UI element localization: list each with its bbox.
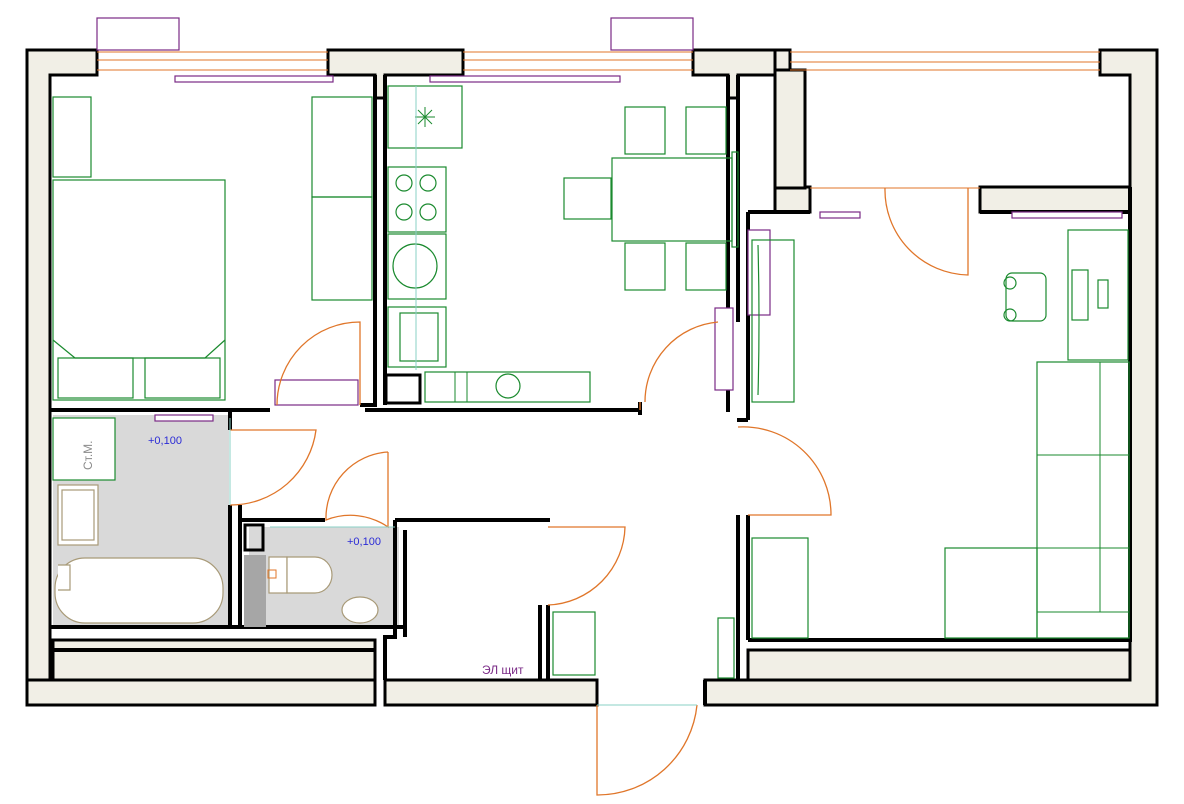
door-kitchen: [639, 321, 719, 410]
door-closet: [547, 526, 626, 606]
chair-2: [685, 106, 727, 155]
bedroom-furniture: [52, 96, 373, 401]
stove: [387, 166, 447, 233]
keyboard: [1071, 269, 1089, 321]
corridor-cabinet: [714, 307, 734, 391]
washing-machine-icon: [495, 373, 521, 399]
burner-3: [395, 203, 413, 221]
sofa-extension: [944, 547, 1038, 639]
bathroom-fixtures: Ст.М. +0,100: [52, 417, 224, 624]
toilet-riser: [244, 555, 266, 627]
toilet-bowl: [286, 556, 333, 594]
radiator-balcony: [819, 211, 861, 219]
toilet-tank: [268, 556, 288, 594]
kitchen-counter-bottom: [424, 371, 591, 403]
fridge-inner: [399, 312, 439, 362]
window-kitchen-sill: [610, 17, 694, 51]
door-toilet: [325, 451, 389, 529]
tv-stand: [751, 239, 795, 403]
bedroom-wardrobe-unit: [274, 379, 359, 406]
window-bedroom-sill: [96, 17, 180, 51]
chair-5: [563, 177, 612, 220]
nightstand-left: [52, 96, 92, 178]
desk: [1067, 229, 1129, 361]
bathroom-bottom-wall: [51, 638, 377, 682]
windows: [96, 17, 1123, 422]
radiator-bathroom: [154, 414, 214, 422]
outer-walls: [25, 48, 1159, 707]
doors: [229, 187, 969, 796]
door-bedroom: [276, 321, 361, 406]
interior-walls: [50, 75, 1132, 705]
livingroom-bottom-wall: [746, 648, 1132, 682]
bath-faucet: [58, 564, 71, 591]
balcony-wall: [773, 68, 807, 190]
double-bed: [52, 179, 226, 401]
toilet-fixtures: +0,100: [243, 523, 381, 627]
door-entrance: [596, 704, 698, 796]
burner-1: [395, 174, 413, 192]
chair-1: [624, 106, 666, 155]
wardrobe-top: [311, 96, 373, 198]
radiator-bedroom: [174, 75, 334, 83]
washing-machine: [52, 417, 116, 481]
sideboard: [751, 537, 809, 639]
dining-table: [611, 157, 733, 242]
burner-2: [419, 174, 437, 192]
fridge: [387, 306, 447, 368]
bed-pillow-right: [144, 357, 221, 399]
monitor: [1097, 279, 1109, 309]
corner-sofa: [1036, 361, 1130, 639]
chair-4: [685, 242, 727, 291]
fan-icon: [415, 107, 435, 127]
electric-panel-label: ЭЛ щит: [482, 663, 524, 677]
dining-bench: [731, 151, 739, 248]
chair-3: [624, 242, 666, 291]
bathroom-sink-bowl: [61, 489, 95, 541]
radiator-kitchen: [429, 75, 621, 83]
wardrobe-bottom: [311, 196, 373, 301]
tv-screen: [757, 244, 760, 396]
hall-wardrobe: [717, 617, 735, 679]
door-balcony: [884, 187, 969, 276]
sink-cabinet: [387, 233, 447, 300]
door-bathroom: [229, 429, 317, 506]
kitchen-furniture: [384, 85, 739, 405]
door-livingroom: [737, 426, 832, 516]
hall-furniture: ЭЛ щит: [482, 611, 735, 679]
level-label-bathroom: +0,100: [148, 435, 182, 447]
office-chair: [1005, 272, 1047, 322]
radiator-livingroom: [1011, 211, 1123, 219]
livingroom-furniture: [751, 229, 1130, 639]
burner-4: [419, 203, 437, 221]
level-label-toilet: +0,100: [347, 536, 381, 548]
bathtub: [54, 557, 224, 624]
bed-pillow-left: [57, 357, 134, 399]
kitchen-sink: [392, 243, 438, 289]
shoe-cabinet: [552, 611, 596, 676]
kitchen-cabinet-corner: [387, 85, 463, 149]
closet-label: Ст.М.: [81, 441, 95, 471]
toilet-sink: [341, 596, 379, 624]
ventilation-shaft: [384, 373, 422, 405]
